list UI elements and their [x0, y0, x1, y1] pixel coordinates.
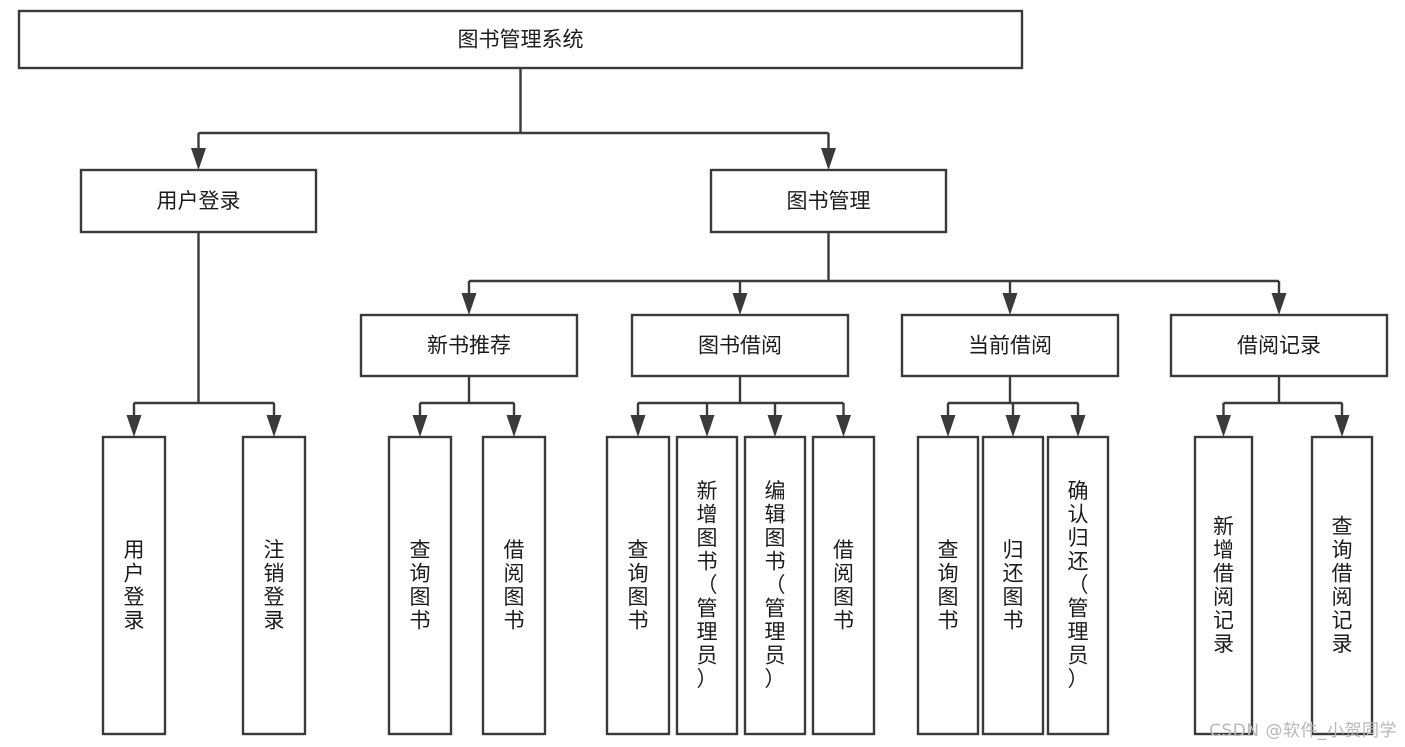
node-label: 查询图书 — [628, 538, 649, 633]
node-n-new-book-rec[interactable]: 新书推荐 — [359, 313, 579, 378]
arrow-head-icon — [191, 148, 206, 170]
node-n-borrow-record[interactable]: 借阅记录 — [1169, 313, 1389, 378]
node-label: 新书推荐 — [427, 334, 511, 358]
node-l-query-book-2[interactable]: 查询图书 — [605, 435, 671, 736]
arrow-head-icon — [1005, 415, 1021, 437]
node-box[interactable] — [709, 168, 948, 234]
arrow-head-icon — [767, 415, 783, 437]
node-l-return-book[interactable]: 归还图书 — [981, 435, 1045, 736]
arrow-head-icon — [461, 293, 477, 315]
node-box[interactable] — [981, 435, 1045, 736]
arrow-head-icon — [1070, 415, 1086, 437]
arrow-head-icon — [821, 148, 836, 170]
node-label: 图书管理 — [787, 189, 871, 213]
node-label: 借阅图书 — [833, 538, 854, 633]
node-root[interactable]: 图书管理系统 — [17, 9, 1024, 70]
arrow-head-icon — [506, 415, 522, 437]
connector-layer — [126, 68, 1350, 437]
node-box[interactable] — [675, 435, 739, 736]
arrow-head-icon — [732, 293, 748, 315]
node-n-book-borrow[interactable]: 图书借阅 — [630, 313, 850, 378]
node-box[interactable] — [101, 435, 167, 736]
connector-group — [630, 376, 851, 437]
arrow-head-icon — [1216, 415, 1231, 437]
node-box[interactable] — [743, 435, 807, 736]
node-box[interactable] — [79, 168, 318, 234]
node-n-user-login[interactable]: 用户登录 — [79, 168, 318, 234]
node-box[interactable] — [811, 435, 876, 736]
arrow-head-icon — [1002, 293, 1018, 315]
arrow-head-icon — [126, 415, 142, 437]
node-box[interactable] — [1310, 435, 1374, 736]
node-box[interactable] — [17, 9, 1024, 70]
connector-group — [191, 68, 836, 170]
connector-group — [940, 376, 1086, 437]
node-l-borrow-book-1[interactable]: 借阅图书 — [481, 435, 547, 736]
node-label: 用户登录 — [124, 538, 145, 633]
node-box[interactable] — [1169, 313, 1389, 378]
node-n-current-borrow[interactable]: 当前借阅 — [900, 313, 1120, 378]
node-box[interactable] — [387, 435, 453, 736]
node-l-borrow-book-2[interactable]: 借阅图书 — [811, 435, 876, 736]
arrow-head-icon — [1334, 415, 1350, 437]
node-label: 图书管理系统 — [458, 28, 584, 52]
node-l-confirm-return[interactable]: 确认归还（管理员） — [1046, 435, 1110, 736]
node-l-add-book[interactable]: 新增图书（管理员） — [675, 435, 739, 736]
node-label: 当前借阅 — [968, 334, 1052, 358]
node-label: 查询图书 — [938, 538, 959, 633]
arrow-head-icon — [266, 415, 282, 437]
node-box[interactable] — [241, 435, 307, 736]
node-box[interactable] — [605, 435, 671, 736]
node-box[interactable] — [916, 435, 980, 736]
connector-group — [412, 376, 522, 437]
node-label: 借阅记录 — [1237, 334, 1321, 358]
node-l-logout[interactable]: 注销登录 — [241, 435, 307, 736]
node-layer: 图书管理系统用户登录图书管理新书推荐图书借阅当前借阅借阅记录用户登录注销登录查询… — [17, 9, 1389, 736]
node-l-user-login[interactable]: 用户登录 — [101, 435, 167, 736]
arrow-head-icon — [699, 415, 715, 437]
node-box[interactable] — [1046, 435, 1110, 736]
node-label: 新增借阅记录 — [1213, 514, 1234, 656]
arrow-head-icon — [940, 415, 956, 437]
arrow-head-icon — [630, 415, 646, 437]
arrow-head-icon — [836, 415, 851, 437]
arrow-head-icon — [412, 415, 428, 437]
connector-group — [461, 232, 1287, 315]
node-box[interactable] — [481, 435, 547, 736]
node-box[interactable] — [1193, 435, 1254, 736]
node-l-edit-book[interactable]: 编辑图书（管理员） — [743, 435, 807, 736]
node-label: 注销登录 — [264, 538, 285, 633]
node-box[interactable] — [630, 313, 850, 378]
node-l-query-book-3[interactable]: 查询图书 — [916, 435, 980, 736]
node-label: 查询借阅记录 — [1332, 514, 1353, 656]
node-box[interactable] — [900, 313, 1120, 378]
node-label: 查询图书 — [410, 538, 431, 633]
node-label: 借阅图书 — [504, 538, 525, 633]
node-box[interactable] — [359, 313, 579, 378]
node-label: 用户登录 — [157, 189, 241, 213]
node-label: 图书借阅 — [698, 334, 782, 358]
connector-group — [126, 232, 282, 437]
node-label: 编辑图书（管理员） — [765, 479, 786, 691]
arrow-head-icon — [1271, 293, 1287, 315]
node-label: 新增图书（管理员） — [697, 479, 718, 691]
node-l-query-book-1[interactable]: 查询图书 — [387, 435, 453, 736]
node-l-query-record[interactable]: 查询借阅记录 — [1310, 435, 1374, 736]
node-n-book-mgmt[interactable]: 图书管理 — [709, 168, 948, 234]
node-label: 确认归还（管理员） — [1068, 479, 1089, 691]
node-label: 归还图书 — [1003, 538, 1024, 633]
node-l-add-record[interactable]: 新增借阅记录 — [1193, 435, 1254, 736]
connector-group — [1216, 376, 1350, 437]
